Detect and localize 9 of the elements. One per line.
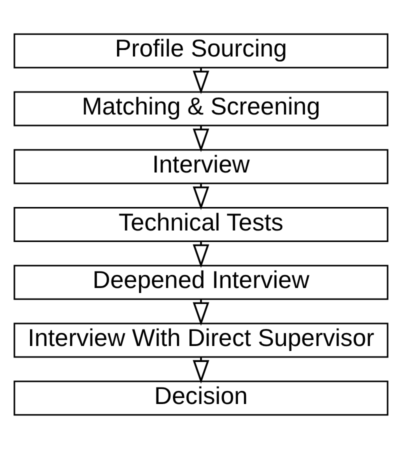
node-box: Technical Tests [14,206,388,242]
node-box: Deepened Interview [14,264,388,300]
node-box: Interview With Direct Supervisor [14,322,388,358]
node-box: Interview [14,149,388,184]
node-box: Profile Sourcing [14,33,388,68]
node-box: Decision [14,380,388,416]
arrow [192,242,210,268]
node-box: Matching & Screening [14,91,388,126]
arrow [192,184,210,210]
